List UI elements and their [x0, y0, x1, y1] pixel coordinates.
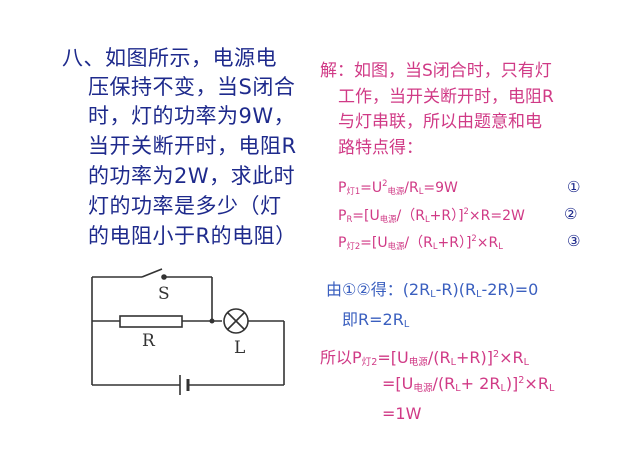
- solution-line: 工作，当开关断开时，电阻R: [338, 87, 554, 107]
- final-line-3: =1W: [382, 404, 422, 423]
- equation-1: P灯1=U2电源/RL=9W: [338, 178, 458, 196]
- equation-number-1: ①: [567, 178, 581, 196]
- switch-contact: [161, 274, 167, 280]
- problem-line: 灯的功率是多少（灯: [88, 194, 282, 218]
- derivation-1: 由①②得：(2RL-R)(RL-2R)=0: [326, 280, 539, 300]
- final-line-2: =[U电源/(RL+ 2RL)]2×RL: [382, 374, 555, 394]
- derivation-2: 即R=2RL: [342, 310, 410, 330]
- equation-number-3: ③: [567, 232, 581, 250]
- problem-line: 压保持不变，当S闭合: [88, 75, 296, 99]
- solution-line: 与灯串联，所以由题意和电: [338, 112, 542, 132]
- final-line-1: 所以P灯2=[U电源/(RL+R)]2×RL: [320, 348, 530, 368]
- equation-3: P灯2=[U电源/（RL+R）]2×RL: [338, 233, 503, 251]
- circuit-diagram: S R L: [91, 268, 285, 395]
- problem-line: 的功率为2W，求此时: [88, 164, 296, 188]
- problem-line: 当开关断开时，电阻R: [88, 134, 297, 158]
- lamp-label: L: [234, 338, 245, 358]
- junction-node: [209, 318, 215, 324]
- equation-2: PR=[U电源/（RL+R）]2×R=2W: [338, 206, 525, 224]
- switch-label: S: [158, 284, 170, 304]
- solution-line: 路特点得：: [338, 138, 423, 158]
- resistor-symbol: [119, 315, 183, 328]
- resistor-label: R: [142, 331, 156, 351]
- solution-line: 解：如图，当S闭合时，只有灯: [320, 61, 552, 81]
- switch-blade: [141, 268, 163, 278]
- equation-number-2: ②: [564, 205, 578, 223]
- problem-line: 八、如图所示，电源电: [62, 46, 277, 70]
- problem-line: 的电阻小于R的电阻）: [88, 224, 297, 248]
- problem-line: 时，灯的功率为9W，: [88, 104, 296, 128]
